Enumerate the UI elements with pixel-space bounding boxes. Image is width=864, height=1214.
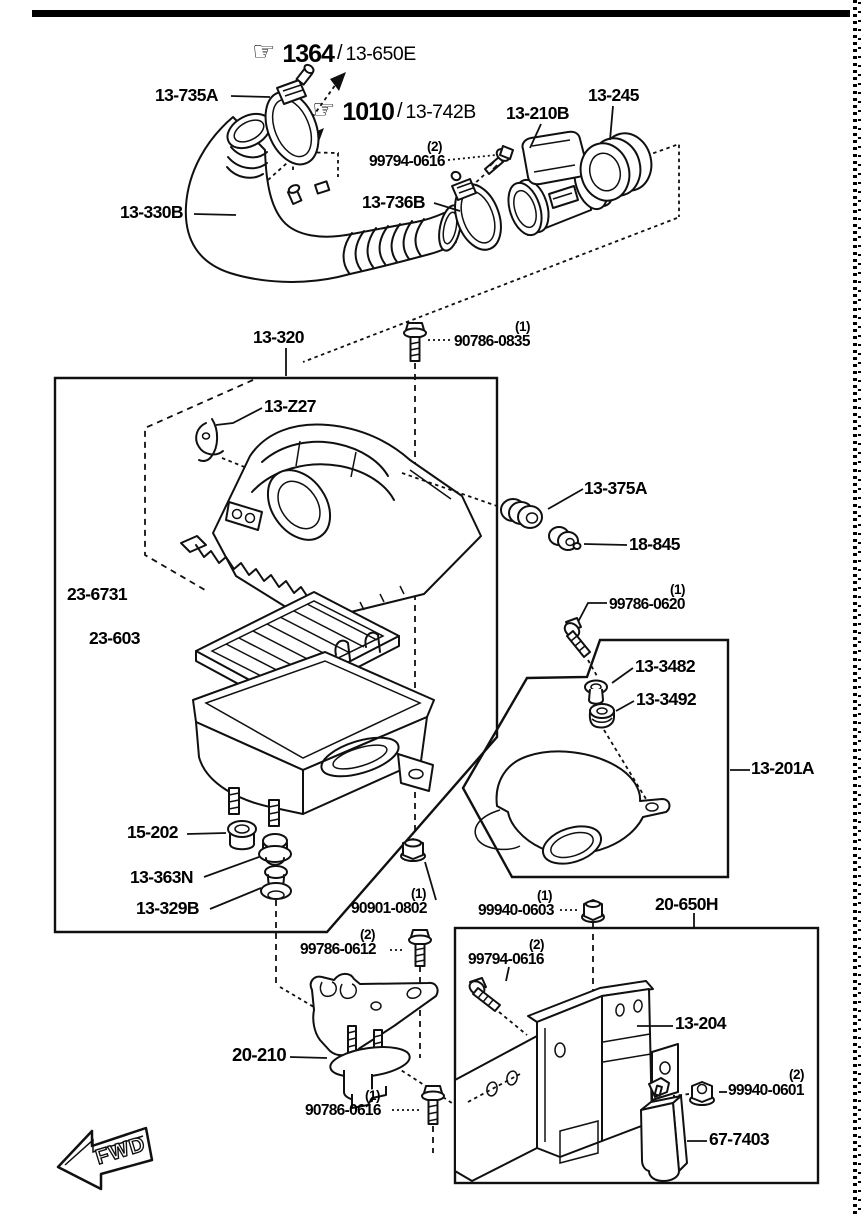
qty-90786-0616: (1) <box>365 1088 381 1103</box>
fastener-label-99786-0612: 99786-0612 <box>300 941 376 958</box>
part-label-23-6731: 23-6731 <box>67 584 128 604</box>
part-label-13-329B: 13-329B <box>136 898 200 918</box>
hose-clamp-13-736B-art <box>450 170 502 251</box>
fastener-label-90786-0835: 90786-0835 <box>454 333 530 350</box>
part-label-67-7403: 67-7403 <box>709 1129 770 1149</box>
part-label-18-845: 18-845 <box>629 534 681 554</box>
leader-lines-top <box>193 95 614 216</box>
qty-99794-0616-top: (2) <box>427 139 443 154</box>
fastener-label-90901-0802: 90901-0802 <box>351 900 427 917</box>
bolt-90786-0835-art <box>403 322 452 834</box>
crossref-number: 1364 <box>282 40 335 68</box>
part-label-13-3482: 13-3482 <box>635 656 696 676</box>
fastener-label-99794-0616-top: 99794-0616 <box>369 153 445 170</box>
pointing-hand-icon: ☞ <box>252 37 276 67</box>
mount-20-210-art <box>279 972 453 1109</box>
bolt-99786-0620-art <box>563 602 607 677</box>
crossref-number: 1010 <box>342 98 395 126</box>
part-label-13-735A: 13-735A <box>155 85 219 105</box>
part-label-20-210: 20-210 <box>232 1044 287 1065</box>
part-label-13-363N: 13-363N <box>130 867 194 887</box>
fastener-label-90786-0616: 90786-0616 <box>305 1102 381 1119</box>
crossref-separator: / <box>396 100 403 122</box>
grommet-13-363N-art <box>203 833 292 878</box>
page-top-rule <box>32 10 850 17</box>
sensor-13-375A-art <box>401 472 584 529</box>
scan-edge-noise <box>858 0 861 1214</box>
part-label-13-204: 13-204 <box>675 1013 727 1033</box>
part-label-13-320: 13-320 <box>253 327 305 347</box>
fastener-label-99940-0603: 99940-0603 <box>478 902 554 919</box>
fastener-label-99794-0616-bottom: 99794-0616 <box>468 951 544 968</box>
screw-99794-0616-top-art <box>471 145 514 187</box>
hose-clamp-13-735A-art <box>264 63 320 166</box>
crossref-part-code: 13-650E <box>345 43 417 65</box>
nut-99940-0601-art <box>672 1081 727 1106</box>
bolt-90786-0616-art <box>392 1085 445 1153</box>
crossref-separator: / <box>336 42 343 64</box>
grommet-13-3482-art <box>584 667 634 705</box>
part-label-13-3492: 13-3492 <box>636 689 697 709</box>
part-label-13-736B: 13-736B <box>362 192 426 212</box>
sensor-18-845-art <box>548 526 628 551</box>
qty-90786-0835: (1) <box>515 319 531 334</box>
part-label-13-245: 13-245 <box>588 85 640 105</box>
qty-99794-0616-bottom: (2) <box>529 937 545 952</box>
air-cleaner-box-region <box>53 348 499 934</box>
part-label-13-201A: 13-201A <box>751 758 815 778</box>
pointing-hand-icon: ☞ <box>312 95 336 125</box>
fastener-label-99940-0601: 99940-0601 <box>728 1082 804 1099</box>
part-label-13-Z27: 13-Z27 <box>264 396 316 416</box>
grommet-15-202-art <box>186 820 257 851</box>
part-label-23-603: 23-603 <box>89 628 141 648</box>
intake-ring-13-245-art <box>579 132 653 202</box>
part-label-13-375A: 13-375A <box>584 478 648 498</box>
crossref-1010-13-742B: ☞ 1010 / 13-742B <box>312 95 477 126</box>
bracket-box-region <box>453 913 820 1185</box>
qty-99786-0612: (2) <box>360 927 376 942</box>
grommet-13-329B-art <box>209 865 292 986</box>
qty-99786-0620: (1) <box>670 582 686 597</box>
scan-edge-noise <box>853 0 857 1214</box>
crossref-part-code: 13-742B <box>405 101 477 123</box>
air-cleaner-tray-art <box>192 631 435 827</box>
part-label-20-650H: 20-650H <box>655 894 719 914</box>
qty-99940-0603: (1) <box>537 888 553 903</box>
bolt-99786-0612-art <box>390 929 432 1058</box>
crossref-1364-13-650E: ☞ 1364 / 13-650E <box>252 37 417 68</box>
bolt-99794-0616-bottom-art <box>468 966 528 1036</box>
qty-90901-0802: (1) <box>411 886 427 901</box>
part-label-13-330B: 13-330B <box>120 202 184 222</box>
fwd-arrow: FWD <box>56 1126 154 1191</box>
resonator-67-7403-art <box>640 1077 707 1182</box>
fastener-label-99786-0620: 99786-0620 <box>609 596 685 613</box>
part-label-13-210B: 13-210B <box>506 103 570 123</box>
grommet-13-3492-art <box>588 700 647 800</box>
clip-13-Z27-art <box>195 407 263 462</box>
air-cleaner-cover-art <box>180 423 482 627</box>
part-label-15-202: 15-202 <box>127 822 179 842</box>
intake-hose-art <box>184 112 462 283</box>
qty-99940-0601: (2) <box>789 1067 805 1082</box>
air-duct-box-region <box>461 638 750 879</box>
nut-90901-0802-art <box>400 838 437 901</box>
